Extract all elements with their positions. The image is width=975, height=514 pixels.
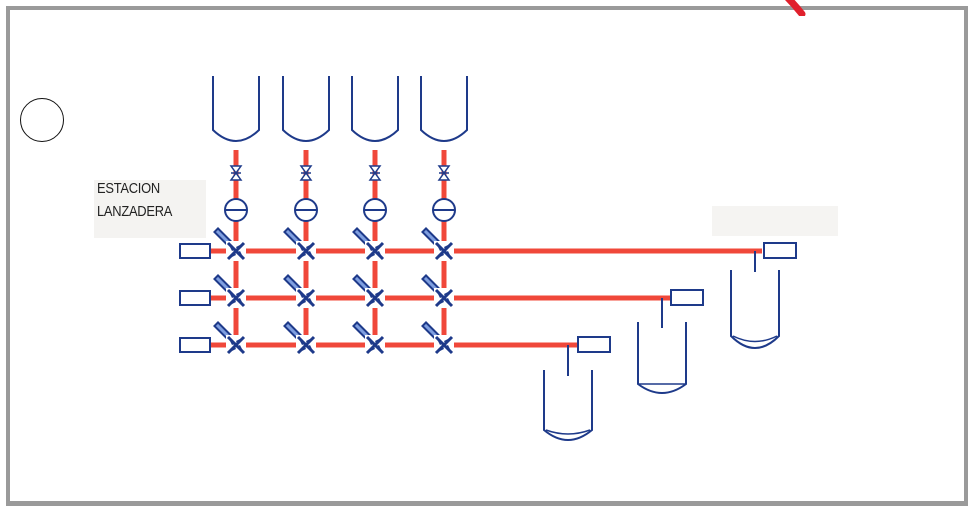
- receiving-tank-3: [543, 345, 593, 441]
- pump-3: [363, 198, 387, 222]
- launcher-3: [179, 337, 211, 353]
- station-label-line-1: ESTACION: [97, 180, 160, 197]
- launcher-stations: [179, 243, 211, 353]
- vertical-pipes: [233, 150, 447, 346]
- manifold-valve-r2-c1: [213, 274, 248, 310]
- receiver-3: [577, 336, 611, 353]
- corner-accent-mark: [785, 0, 806, 16]
- manifold-valve-r3-c4: [421, 321, 456, 357]
- supply-tank-2: [282, 76, 330, 142]
- manifold-valve-r1-c4: [421, 227, 456, 263]
- reference-circle-marker: [20, 98, 64, 142]
- gate-valve-1: [229, 165, 243, 181]
- supply-tanks: [212, 76, 468, 142]
- manifold-valve-r2-c4: [421, 274, 456, 310]
- manifold-valve-r1-c2: [283, 227, 318, 263]
- receiver-1: [763, 242, 797, 259]
- manifold-valve-r2-c2: [283, 274, 318, 310]
- receiving-tank-2: [637, 298, 687, 394]
- gate-valve-2: [299, 165, 313, 181]
- manifold-valve-r3-c1: [213, 321, 248, 357]
- supply-tank-3: [351, 76, 399, 142]
- launcher-2: [179, 290, 211, 306]
- receiver-stations: [577, 242, 797, 353]
- pump-4: [432, 198, 456, 222]
- manifold-valve-r1-c3: [352, 227, 387, 263]
- blank-label-panel: [712, 206, 838, 236]
- gate-valve-3: [368, 165, 382, 181]
- manifold-valves: [213, 227, 456, 357]
- supply-tank-1: [212, 76, 260, 142]
- manifold-valve-r3-c3: [352, 321, 387, 357]
- manifold-valve-r2-c3: [352, 274, 387, 310]
- receiving-tank-1: [730, 251, 780, 349]
- receiver-2: [670, 289, 704, 306]
- diagram-frame: [6, 6, 968, 506]
- pump-1: [224, 198, 248, 222]
- gate-valve-4: [437, 165, 451, 181]
- gate-valves: [229, 165, 451, 181]
- manifold-valve-r3-c2: [283, 321, 318, 357]
- station-label-background: [94, 180, 206, 238]
- receiving-tanks: [543, 251, 780, 441]
- pumps: [224, 198, 456, 222]
- manifold-valve-r1-c1: [213, 227, 248, 263]
- station-label-line-2: LANZADERA: [97, 203, 173, 220]
- supply-tank-4: [420, 76, 468, 142]
- pump-2: [294, 198, 318, 222]
- launcher-1: [179, 243, 211, 259]
